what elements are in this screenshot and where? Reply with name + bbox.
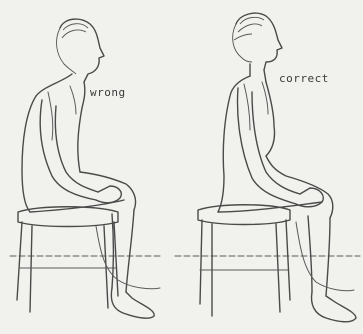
stool-wrong	[17, 207, 118, 312]
label-wrong: wrong	[90, 86, 126, 99]
stool-correct	[198, 205, 290, 316]
label-correct: correct	[279, 72, 329, 85]
figure-wrong	[17, 19, 160, 318]
figure-correct	[198, 13, 356, 322]
